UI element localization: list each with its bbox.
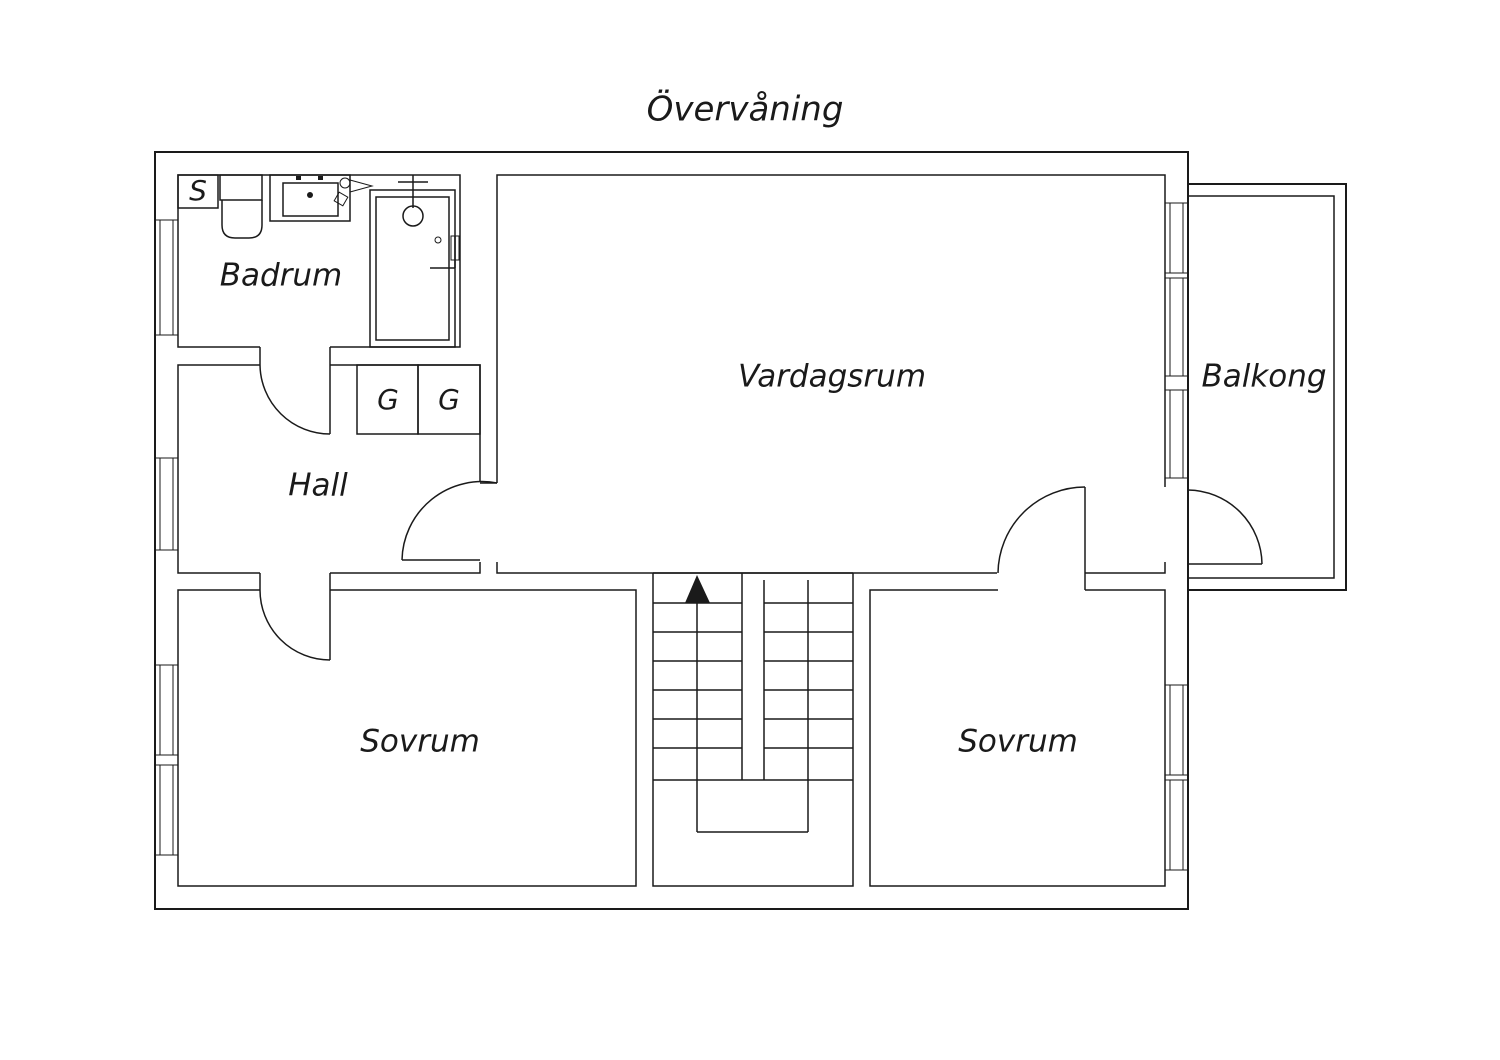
sink-icon xyxy=(269,174,351,222)
bedroom-left-walls xyxy=(177,589,637,887)
floor-title: Övervåning xyxy=(647,89,844,130)
room-label-hall: Hall xyxy=(288,468,348,504)
closet-label: G xyxy=(377,383,399,416)
room-label-badrum: Badrum xyxy=(220,258,343,294)
room-label-sovrum: Sovrum xyxy=(958,724,1078,760)
closet xyxy=(356,364,481,435)
door-icon xyxy=(401,480,498,561)
window-icon xyxy=(1164,684,1189,871)
staircase xyxy=(652,572,854,887)
closet-label: G xyxy=(438,383,460,416)
bedroom-right-walls xyxy=(869,589,1166,887)
balcony-outline xyxy=(1188,183,1347,591)
toilet-icon xyxy=(219,174,263,239)
cabinet xyxy=(177,174,219,209)
towel-dryer-icon xyxy=(333,177,374,207)
cabinet-label: S xyxy=(189,174,207,207)
room-label-balkong: Balkong xyxy=(1201,359,1326,395)
door-icon xyxy=(259,573,331,661)
window-icon xyxy=(154,664,179,856)
window-icon xyxy=(1164,202,1189,479)
door-icon xyxy=(259,347,331,435)
door-icon xyxy=(997,486,1086,590)
window-icon xyxy=(154,219,179,336)
stair-up-arrow-icon xyxy=(685,575,710,603)
room-label-sovrum: Sovrum xyxy=(360,724,480,760)
window-icon xyxy=(154,457,179,551)
door-icon xyxy=(1187,489,1263,565)
room-label-vardagsrum: Vardagsrum xyxy=(738,359,926,395)
shower-icon xyxy=(369,175,460,348)
